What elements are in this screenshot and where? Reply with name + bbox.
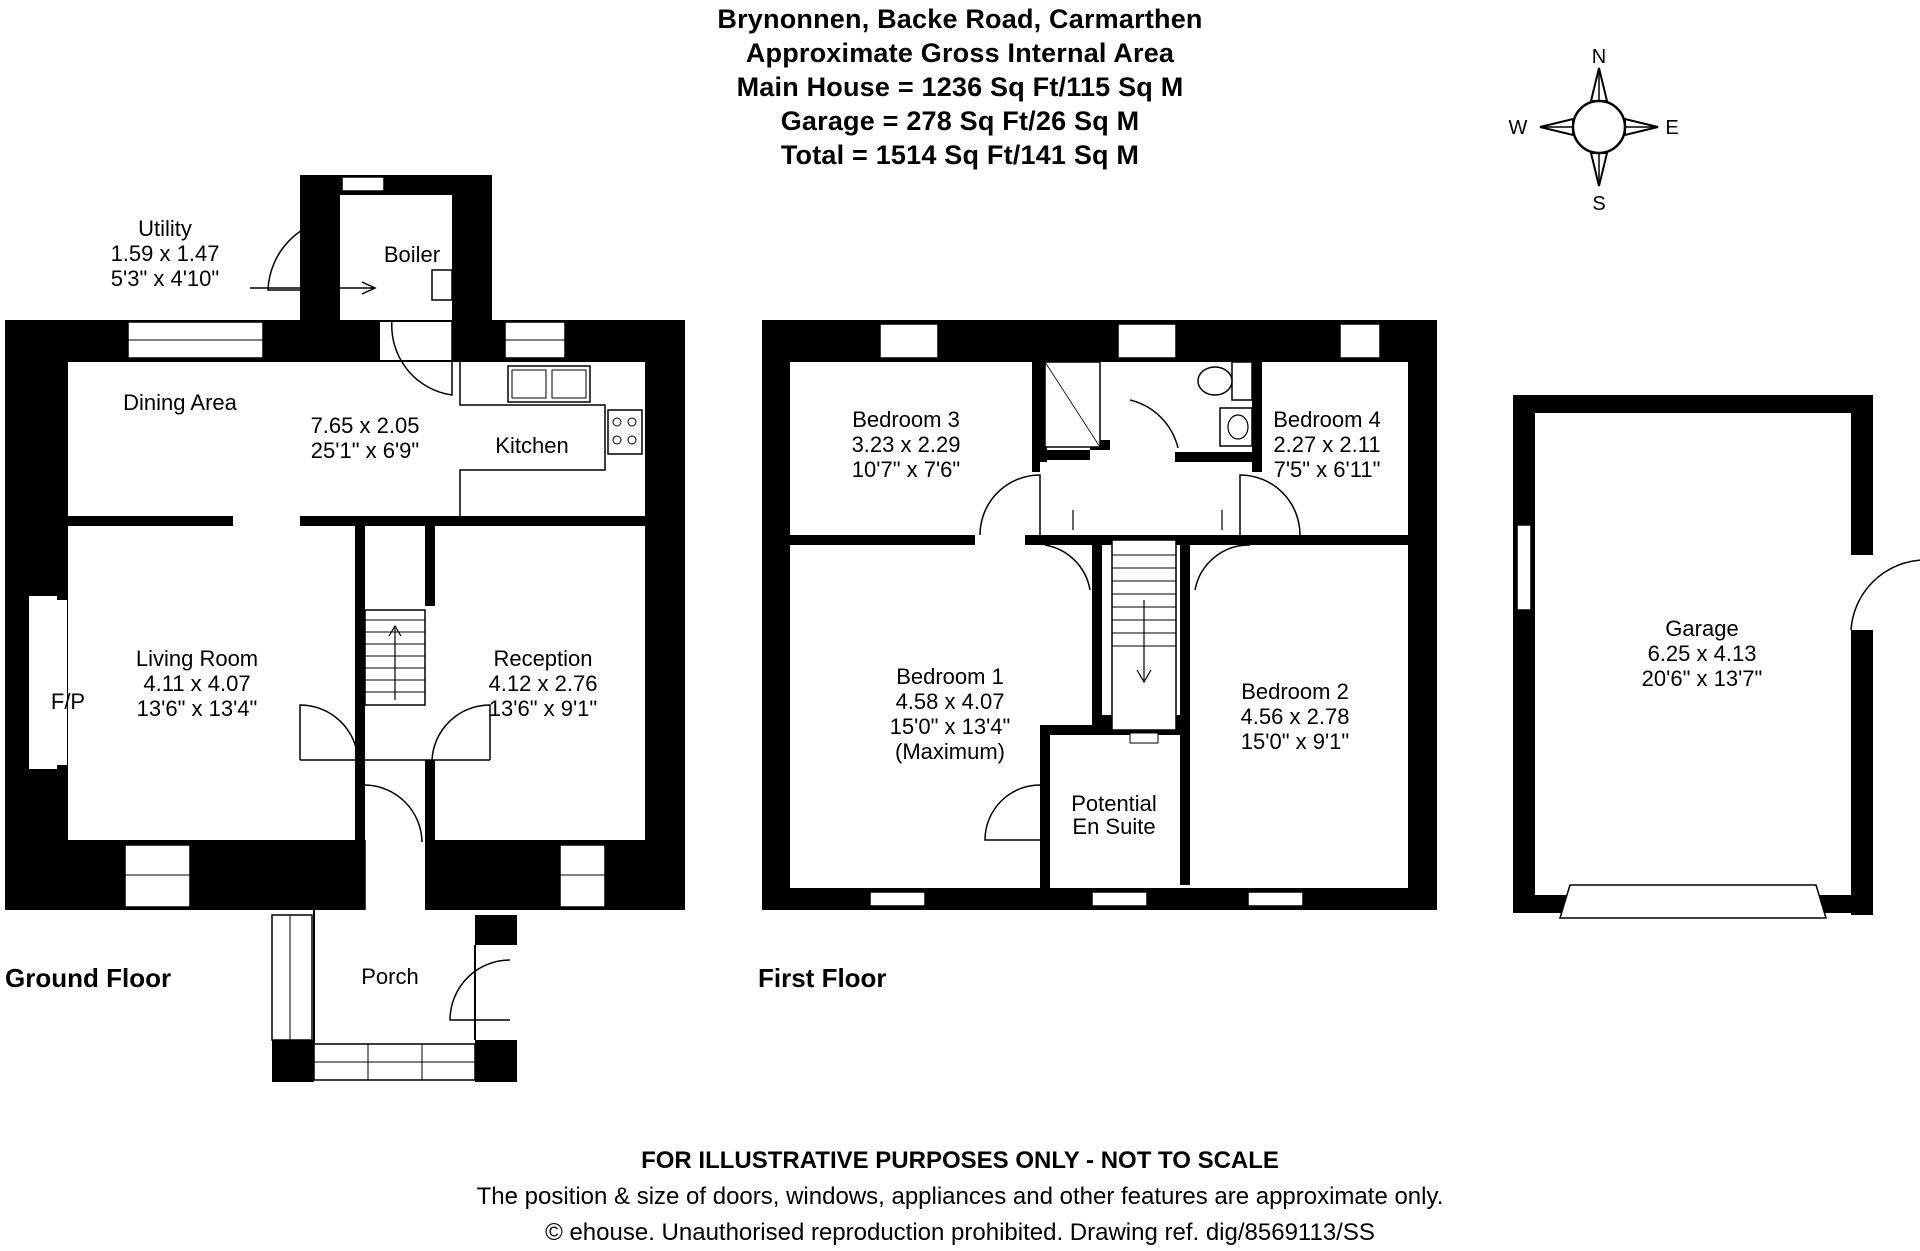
bedroom3-metric: 3.23 x 2.29 [852, 432, 961, 457]
ground-floor-plan [5, 175, 685, 1082]
compass-south: S [1592, 193, 1605, 215]
reception-name: Reception [493, 646, 592, 671]
property-address: Brynonnen, Backe Road, Carmarthen [717, 4, 1203, 34]
boiler-name: Boiler [384, 242, 440, 267]
kitchen-name: Kitchen [495, 433, 568, 458]
total-area: Total = 1514 Sq Ft/141 Sq M [780, 140, 1140, 170]
room-labels: Utility 1.59 x 1.47 5'3" x 4'10" Boiler … [5, 216, 1762, 993]
garage-metric: 6.25 x 4.13 [1648, 641, 1757, 666]
bedroom4-name: Bedroom 4 [1273, 407, 1381, 432]
disclaimer-text: FOR ILLUSTRATIVE PURPOSES ONLY - NOT TO … [641, 1147, 1279, 1174]
plan-header: Brynonnen, Backe Road, Carmarthen Approx… [0, 2, 1920, 172]
bedroom1-metric: 4.58 x 4.07 [896, 689, 1005, 714]
garage-area: Garage = 278 Sq Ft/26 Sq M [780, 106, 1140, 136]
plan-footer: FOR ILLUSTRATIVE PURPOSES ONLY - NOT TO … [0, 1143, 1920, 1251]
compass-west: W [1509, 117, 1528, 139]
main-house-area: Main House = 1236 Sq Ft/115 Sq M [736, 72, 1184, 102]
first-floor-label: First Floor [758, 963, 887, 993]
area-title: Approximate Gross Internal Area [745, 38, 1175, 68]
garage-name: Garage [1665, 616, 1738, 641]
bedroom3-name: Bedroom 3 [852, 407, 960, 432]
garage-imperial: 20'6" x 13'7" [1642, 666, 1763, 691]
dining-imperial: 25'1" x 6'9" [311, 438, 419, 463]
bedroom2-metric: 4.56 x 2.78 [1241, 704, 1350, 729]
utility-imperial: 5'3" x 4'10" [111, 266, 219, 291]
bedroom3-imperial: 10'7" x 7'6" [852, 457, 960, 482]
bedroom4-metric: 2.27 x 2.11 [1273, 432, 1380, 457]
ensuite-line1: Potential [1071, 791, 1157, 816]
porch-name: Porch [361, 964, 418, 989]
bedroom1-note: (Maximum) [895, 739, 1005, 764]
bedroom4-imperial: 7'5" x 6'11" [1274, 457, 1381, 482]
copyright-text: © ehouse. Unauthorised reproduction proh… [545, 1219, 1375, 1246]
utility-metric: 1.59 x 1.47 [111, 241, 220, 266]
living-imperial: 13'6" x 13'4" [137, 696, 258, 721]
garage-plan [1513, 395, 1920, 919]
bedroom2-imperial: 15'0" x 9'1" [1241, 729, 1349, 754]
reception-metric: 4.12 x 2.76 [489, 671, 598, 696]
dining-metric: 7.65 x 2.05 [311, 413, 420, 438]
approximation-note: The position & size of doors, windows, a… [476, 1183, 1444, 1210]
living-name: Living Room [136, 646, 258, 671]
dining-name: Dining Area [123, 390, 238, 415]
compass-icon: N S W E [1509, 46, 1679, 215]
compass-east: E [1665, 117, 1678, 139]
living-metric: 4.11 x 4.07 [143, 671, 250, 696]
ground-floor-label: Ground Floor [5, 963, 171, 993]
first-floor-plan [762, 320, 1437, 910]
utility-name: Utility [138, 216, 192, 241]
bedroom1-imperial: 15'0" x 13'4" [890, 714, 1011, 739]
bedroom1-name: Bedroom 1 [896, 664, 1004, 689]
ensuite-line2: En Suite [1072, 814, 1155, 839]
fireplace-label: F/P [51, 689, 85, 714]
reception-imperial: 13'6" x 9'1" [489, 696, 597, 721]
bedroom2-name: Bedroom 2 [1241, 679, 1349, 704]
compass-north: N [1592, 46, 1606, 68]
